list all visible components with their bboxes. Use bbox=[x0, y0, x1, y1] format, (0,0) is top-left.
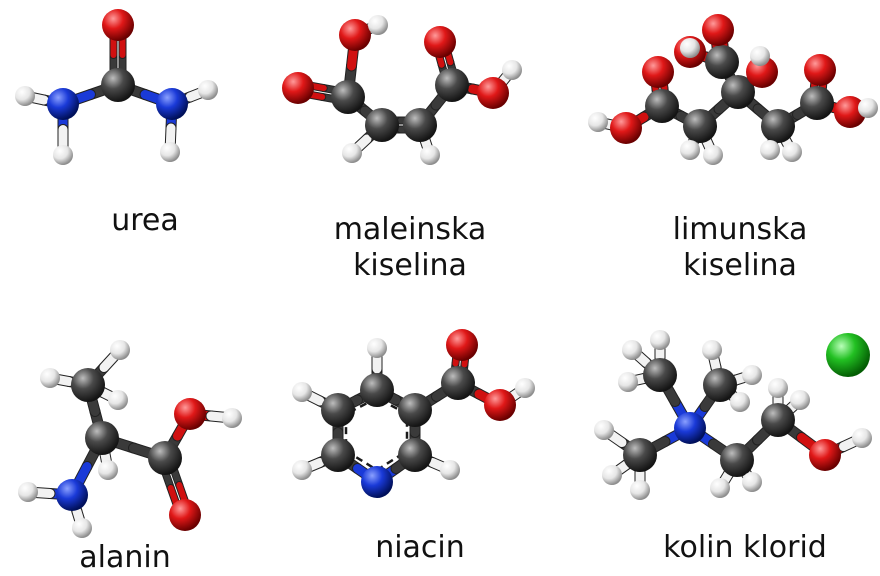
choline-chloride-atom-cl bbox=[826, 333, 870, 377]
alanine-atom-h bbox=[222, 408, 242, 428]
choline-chloride-atom-h bbox=[650, 330, 670, 350]
citric-acid-atom-h bbox=[680, 38, 700, 58]
maleic-acid-atom-c bbox=[435, 68, 469, 102]
citric-acid-atom-c bbox=[800, 86, 834, 120]
citric-acid-atom-c bbox=[705, 45, 739, 79]
choline-chloride-atom-h bbox=[742, 365, 762, 385]
alanine-atom-h bbox=[40, 368, 60, 388]
citric-acid-atom-h bbox=[782, 142, 802, 162]
maleic-acid-atom-h bbox=[502, 60, 522, 80]
label-alanin: alanin bbox=[79, 540, 171, 575]
niacin-aromatic-ring bbox=[344, 396, 409, 472]
choline-chloride-atom-c bbox=[643, 358, 677, 392]
alanine-atom-h bbox=[18, 482, 38, 502]
choline-chloride-atom-n bbox=[674, 412, 706, 444]
choline-chloride-atom-c bbox=[761, 403, 795, 437]
citric-acid-atom-h bbox=[703, 145, 723, 165]
label-limunska-kiselina: limunska kiselina bbox=[672, 212, 808, 283]
citric-acid-atom-o bbox=[642, 56, 674, 88]
maleic-acid-atom-o bbox=[282, 72, 314, 104]
citric-acid-atom-h bbox=[750, 46, 770, 66]
maleic-acid-atom-o bbox=[424, 26, 456, 58]
urea-atom-h bbox=[53, 145, 73, 165]
label-urea: urea bbox=[111, 203, 179, 238]
maleic-acid-atom-o bbox=[339, 19, 371, 51]
choline-chloride-atom-h bbox=[594, 420, 614, 440]
citric-acid-atom-h bbox=[680, 140, 700, 160]
choline-chloride-atom-h bbox=[622, 340, 642, 360]
label-niacin: niacin bbox=[375, 530, 465, 565]
niacin-atom-h bbox=[515, 378, 535, 398]
maleic-acid-atom-c bbox=[403, 108, 437, 142]
maleic-acid-atom-h bbox=[420, 145, 440, 165]
niacin-atom-h bbox=[440, 460, 460, 480]
citric-acid-atom-o bbox=[834, 96, 866, 128]
niacin-atom-c bbox=[321, 393, 355, 427]
maleic-acid-atom-o bbox=[477, 77, 509, 109]
maleic-acid-atom-c bbox=[365, 108, 399, 142]
choline-chloride-atom-h bbox=[790, 390, 810, 410]
citric-acid-atom-h bbox=[588, 112, 608, 132]
alanine-atom-c bbox=[71, 368, 105, 402]
citric-acid-atom-c bbox=[721, 75, 755, 109]
urea-atom-h bbox=[160, 142, 180, 162]
niacin-atom-h bbox=[292, 382, 312, 402]
alanine-atom-h bbox=[72, 518, 92, 538]
label-maleinska-kiselina: maleinska kiselina bbox=[333, 212, 487, 283]
citric-acid-atom-c bbox=[683, 109, 717, 143]
niacin-atom-h bbox=[292, 460, 312, 480]
alanine-atom-o bbox=[169, 499, 201, 531]
niacin-atom-c bbox=[441, 366, 475, 400]
citric-acid-atom-c bbox=[761, 109, 795, 143]
urea-atom-h bbox=[198, 80, 218, 100]
citric-acid-atom-o bbox=[804, 54, 836, 86]
choline-chloride-atom-o bbox=[809, 439, 841, 471]
niacin-atom-c bbox=[398, 393, 432, 427]
alanine-atom-h bbox=[108, 390, 128, 410]
alanine-atom-h bbox=[98, 460, 118, 480]
citric-acid-atom-h bbox=[760, 140, 780, 160]
niacin-atom-h bbox=[367, 338, 387, 358]
choline-chloride-atom-h bbox=[730, 392, 750, 412]
choline-chloride-atom-h bbox=[702, 340, 722, 360]
niacin-atom-c bbox=[321, 438, 355, 472]
label-kolin-klorid: kolin klorid bbox=[663, 530, 827, 565]
niacin-atom-c bbox=[360, 373, 394, 407]
choline-chloride-atom-h bbox=[742, 472, 762, 492]
choline-chloride-atom-h bbox=[768, 378, 788, 398]
niacin-atom-c bbox=[398, 438, 432, 472]
urea-atom-n bbox=[47, 88, 79, 120]
maleic-acid-atom-h bbox=[342, 143, 362, 163]
urea-atom-h bbox=[15, 86, 35, 106]
choline-chloride-atom-h bbox=[852, 428, 872, 448]
alanine-atom-n bbox=[56, 479, 88, 511]
choline-chloride-atom-h bbox=[602, 465, 622, 485]
maleic-acid-atom-h bbox=[368, 15, 388, 35]
alanine-atom-h bbox=[110, 340, 130, 360]
choline-chloride-atom-h bbox=[710, 478, 730, 498]
niacin-atom-n bbox=[361, 466, 393, 498]
choline-chloride-atom-c bbox=[623, 438, 657, 472]
urea-atom-c bbox=[101, 68, 135, 102]
maleic-acid-atom-c bbox=[331, 80, 365, 114]
choline-chloride-atom-c bbox=[703, 368, 737, 402]
citric-acid-atom-o bbox=[702, 14, 734, 46]
niacin-atom-o bbox=[484, 389, 516, 421]
niacin-atom-o bbox=[446, 329, 478, 361]
urea-atom-n bbox=[156, 88, 188, 120]
citric-acid-atom-c bbox=[645, 89, 679, 123]
citric-acid-atom-h bbox=[858, 98, 878, 118]
choline-chloride-atom-c bbox=[720, 443, 754, 477]
alanine-atom-o bbox=[174, 398, 206, 430]
urea-atom-o bbox=[102, 9, 134, 41]
alanine-atom-c bbox=[148, 441, 182, 475]
choline-chloride-atom-h bbox=[618, 372, 638, 392]
citric-acid-atom-o bbox=[610, 112, 642, 144]
choline-chloride-atom-h bbox=[630, 480, 650, 500]
alanine-atom-c bbox=[85, 421, 119, 455]
